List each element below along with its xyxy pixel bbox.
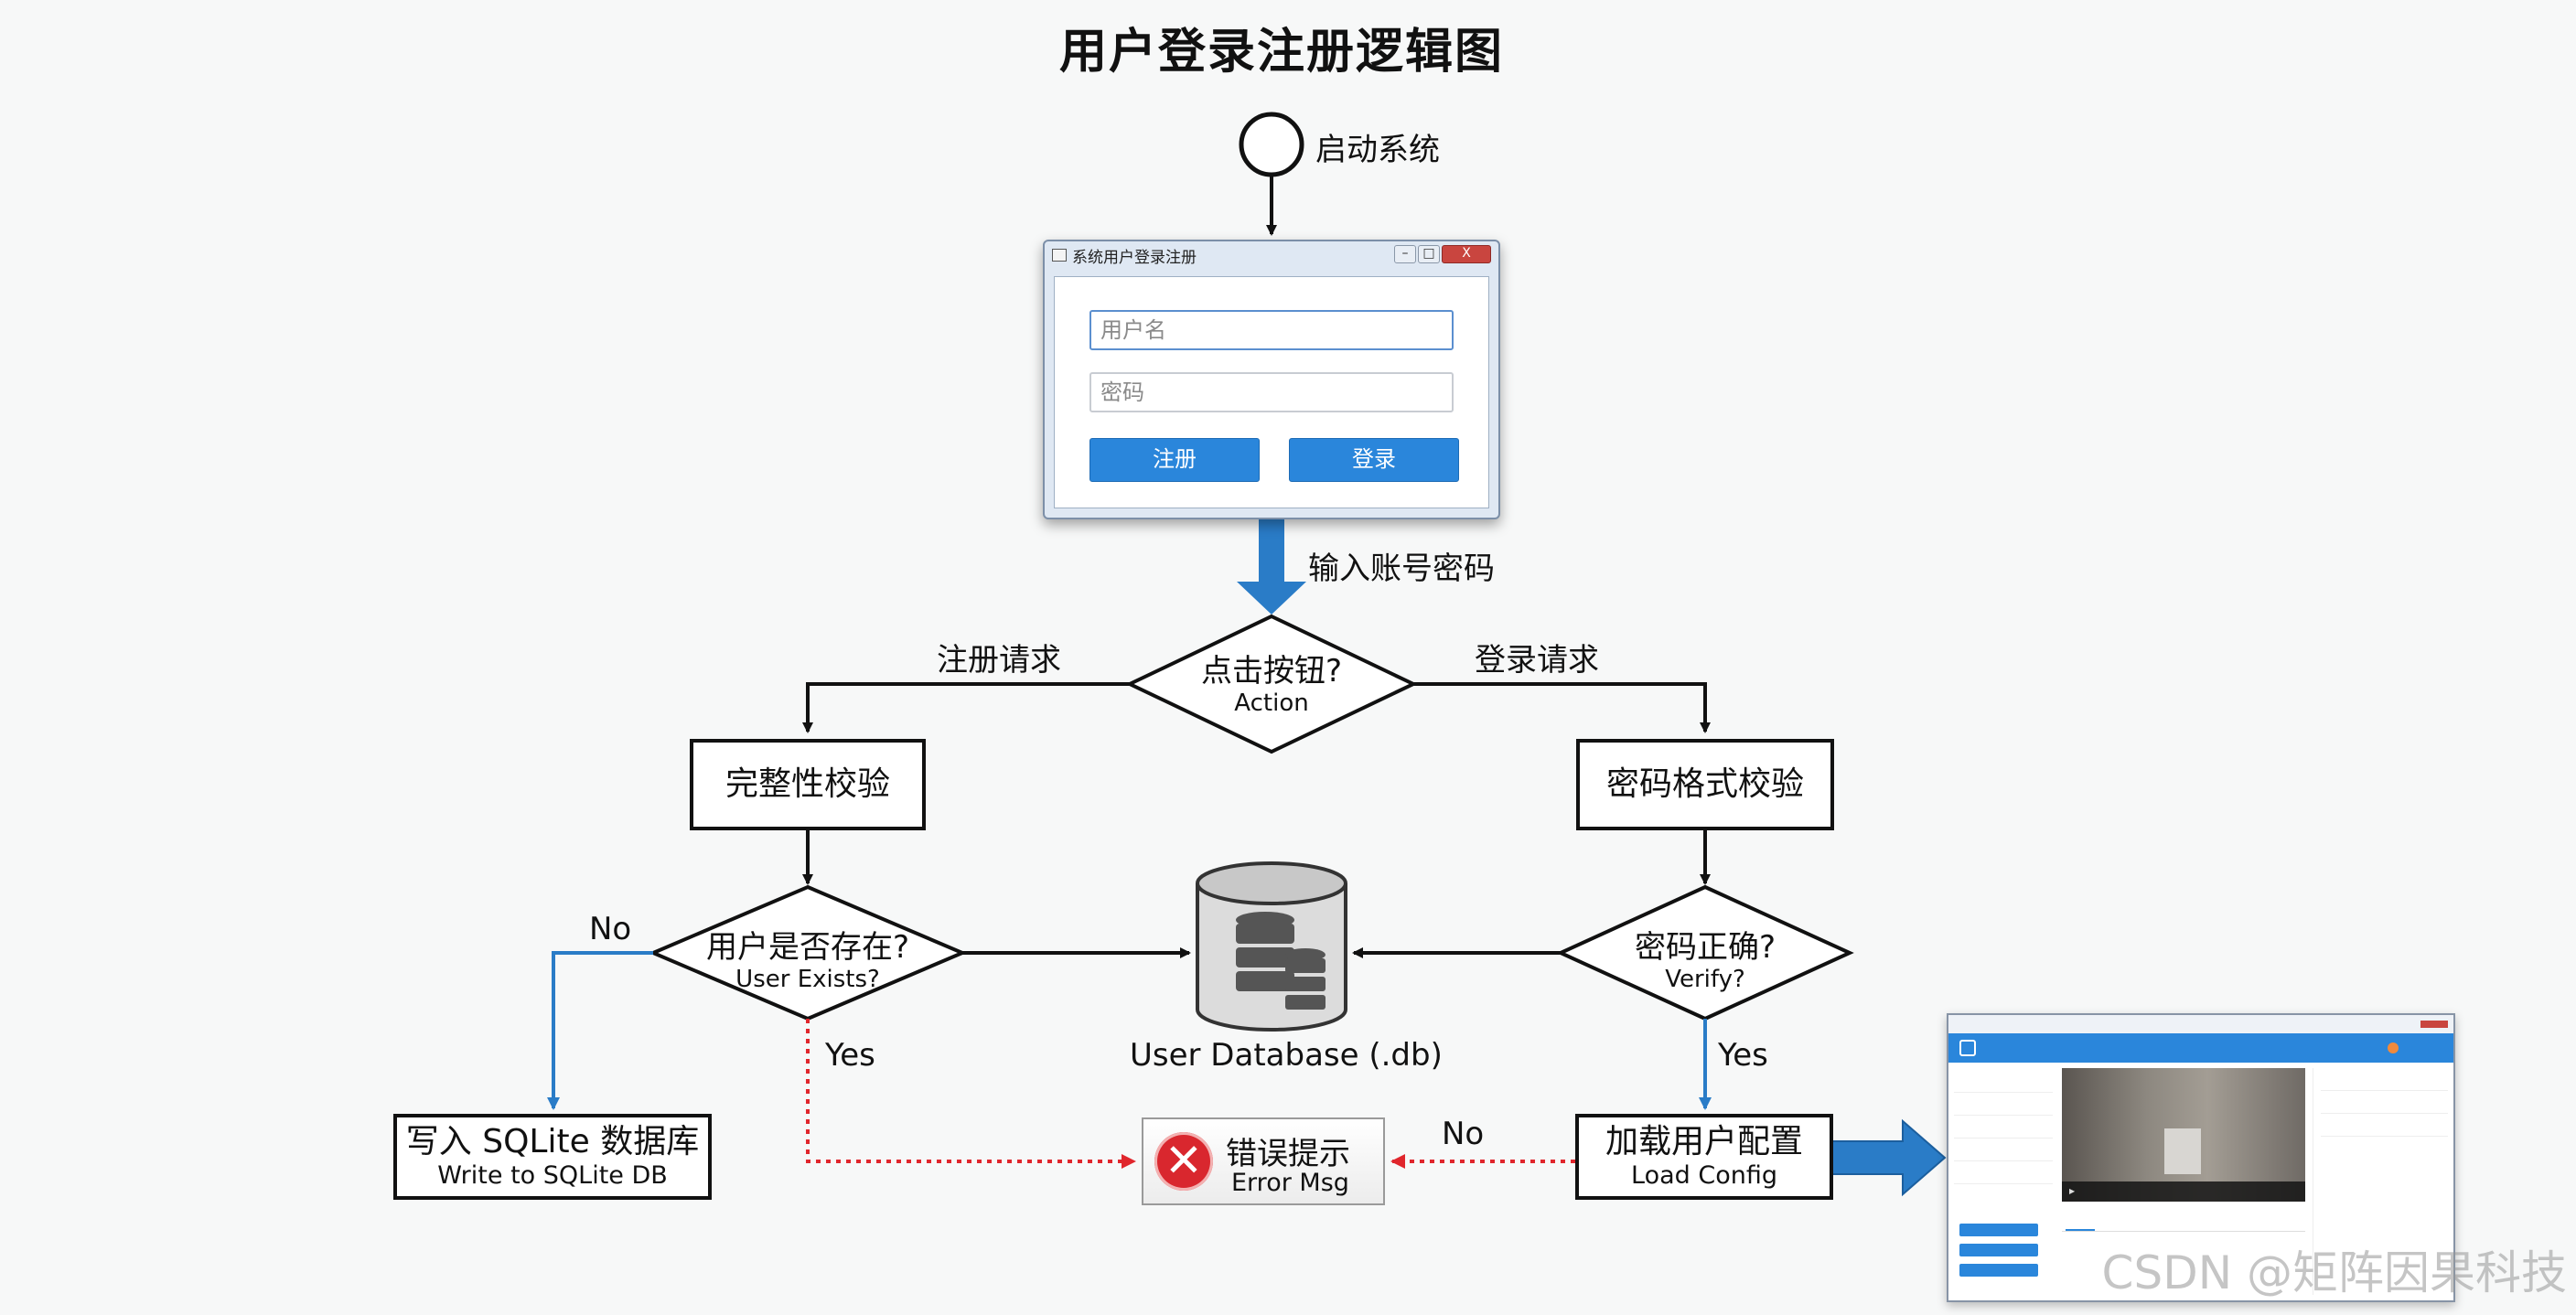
app-thumbnail-active-tab [2066, 1229, 2095, 1231]
error-zh: 错误提示 [1226, 1136, 1350, 1172]
arrow-to-password-format [1413, 682, 1711, 733]
login-window-client: 用户名 密码 注册 登录 [1054, 276, 1489, 508]
password-correct-en: Verify? [1665, 966, 1745, 993]
user-exists-en: User Exists? [735, 966, 880, 993]
app-thumbnail-sidebar-row [1954, 1161, 2053, 1184]
app-thumbnail-sidebar-row [1954, 1116, 2053, 1139]
database-icon [1194, 860, 1349, 1033]
app-thumbnail-header [1948, 1033, 2453, 1063]
username-input[interactable]: 用户名 [1089, 310, 1454, 350]
user-exists-text: 用户是否存在? User Exists? [671, 929, 945, 993]
arrow-window-to-action [1237, 519, 1306, 615]
no-label-left: No [589, 911, 632, 947]
load-config-box: 加载用户配置 Load Config [1575, 1114, 1833, 1200]
app-thumbnail-window-controls [2420, 1021, 2448, 1028]
close-icon[interactable]: X [1442, 245, 1491, 263]
yes-label-left: Yes [825, 1037, 875, 1074]
login-window-titlebar: 系统用户登录注册 – □ X [1045, 241, 1498, 269]
app-thumbnail-sidebar-button [1959, 1224, 2038, 1236]
app-thumbnail-panel-row [2321, 1068, 2448, 1091]
app-thumbnail-sidebar-row [1954, 1070, 2053, 1093]
no-label-right: No [1442, 1116, 1485, 1152]
password-correct-zh: 密码正确? [1634, 929, 1776, 966]
load-config-en: Load Config [1631, 1161, 1777, 1190]
app-thumbnail-right-panel [2313, 1068, 2448, 1295]
login-button[interactable]: 登录 [1289, 438, 1459, 482]
start-node [1239, 112, 1304, 177]
diagram-title: 用户登录注册逻辑图 [1059, 25, 1505, 80]
action-decision-text: 点击按钮? Action [1180, 653, 1363, 717]
branch-register-label: 注册请求 [937, 642, 1061, 679]
action-decision-diamond [1125, 614, 1418, 754]
arrow-config-to-app [1830, 1118, 1947, 1197]
error-message-box: ✕ 错误提示 Error Msg [1142, 1117, 1385, 1205]
app-thumbnail-sidebar-row [1954, 1093, 2053, 1116]
app-thumbnail-titlebar [1948, 1015, 2453, 1033]
integrity-check-label: 完整性校验 [724, 765, 890, 803]
app-thumbnail-sidebar [1954, 1070, 2053, 1295]
arrow-no-to-write-db [547, 951, 653, 1110]
app-thumbnail-video-preview: ▶ [2062, 1068, 2305, 1202]
app-thumbnail-sidebar-button [1959, 1264, 2038, 1277]
password-input[interactable]: 密码 [1089, 372, 1454, 412]
load-config-zh: 加载用户配置 [1605, 1123, 1803, 1160]
arrow-to-integrity [802, 682, 1130, 733]
arrow-yes-to-error [806, 1019, 1136, 1169]
app-icon [1052, 249, 1067, 262]
app-thumbnail-user-avatar [2388, 1042, 2399, 1053]
maximize-icon[interactable]: □ [1418, 245, 1440, 263]
write-db-zh: 写入 SQLite 数据库 [405, 1123, 700, 1160]
minimize-icon[interactable]: – [1394, 245, 1416, 263]
action-decision-en: Action [1234, 690, 1309, 717]
input-credentials-label: 输入账号密码 [1308, 551, 1495, 587]
app-thumbnail-video-object [2164, 1128, 2201, 1174]
error-x-icon: ✕ [1154, 1132, 1213, 1191]
app-main-window-thumbnail: ▶ [1947, 1013, 2455, 1302]
password-format-check-box: 密码格式校验 [1576, 739, 1834, 830]
app-thumbnail-sidebar-row [1954, 1139, 2053, 1161]
register-button[interactable]: 注册 [1089, 438, 1260, 482]
start-label: 启动系统 [1315, 132, 1440, 168]
app-thumbnail-sidebar-button [1959, 1244, 2038, 1256]
write-db-en: Write to SQLite DB [437, 1161, 668, 1190]
login-window: 系统用户登录注册 – □ X 用户名 密码 注册 登录 [1043, 240, 1500, 519]
password-correct-text: 密码正确? Verify? [1614, 929, 1797, 993]
window-controls: – □ X [1394, 245, 1491, 263]
app-thumbnail-video-controls: ▶ [2062, 1181, 2305, 1202]
password-format-check-label: 密码格式校验 [1605, 765, 1804, 803]
yes-label-right: Yes [1718, 1037, 1768, 1074]
app-thumbnail-tabs [2062, 1213, 2305, 1232]
action-decision-zh: 点击按钮? [1200, 653, 1343, 690]
error-en: Error Msg [1231, 1169, 1349, 1197]
app-thumbnail-panel-row [2321, 1114, 2448, 1137]
database-label: User Database (.db) [1130, 1037, 1443, 1074]
integrity-check-box: 完整性校验 [690, 739, 926, 830]
app-thumbnail-panel-row [2321, 1091, 2448, 1114]
user-exists-zh: 用户是否存在? [705, 929, 910, 966]
app-thumbnail-logo-icon [1959, 1040, 1976, 1056]
write-db-box: 写入 SQLite 数据库 Write to SQLite DB [393, 1114, 712, 1200]
branch-login-label: 登录请求 [1475, 642, 1599, 679]
login-window-title: 系统用户登录注册 [1072, 248, 1197, 267]
watermark: CSDN @矩阵因果科技 [2101, 1246, 2567, 1299]
